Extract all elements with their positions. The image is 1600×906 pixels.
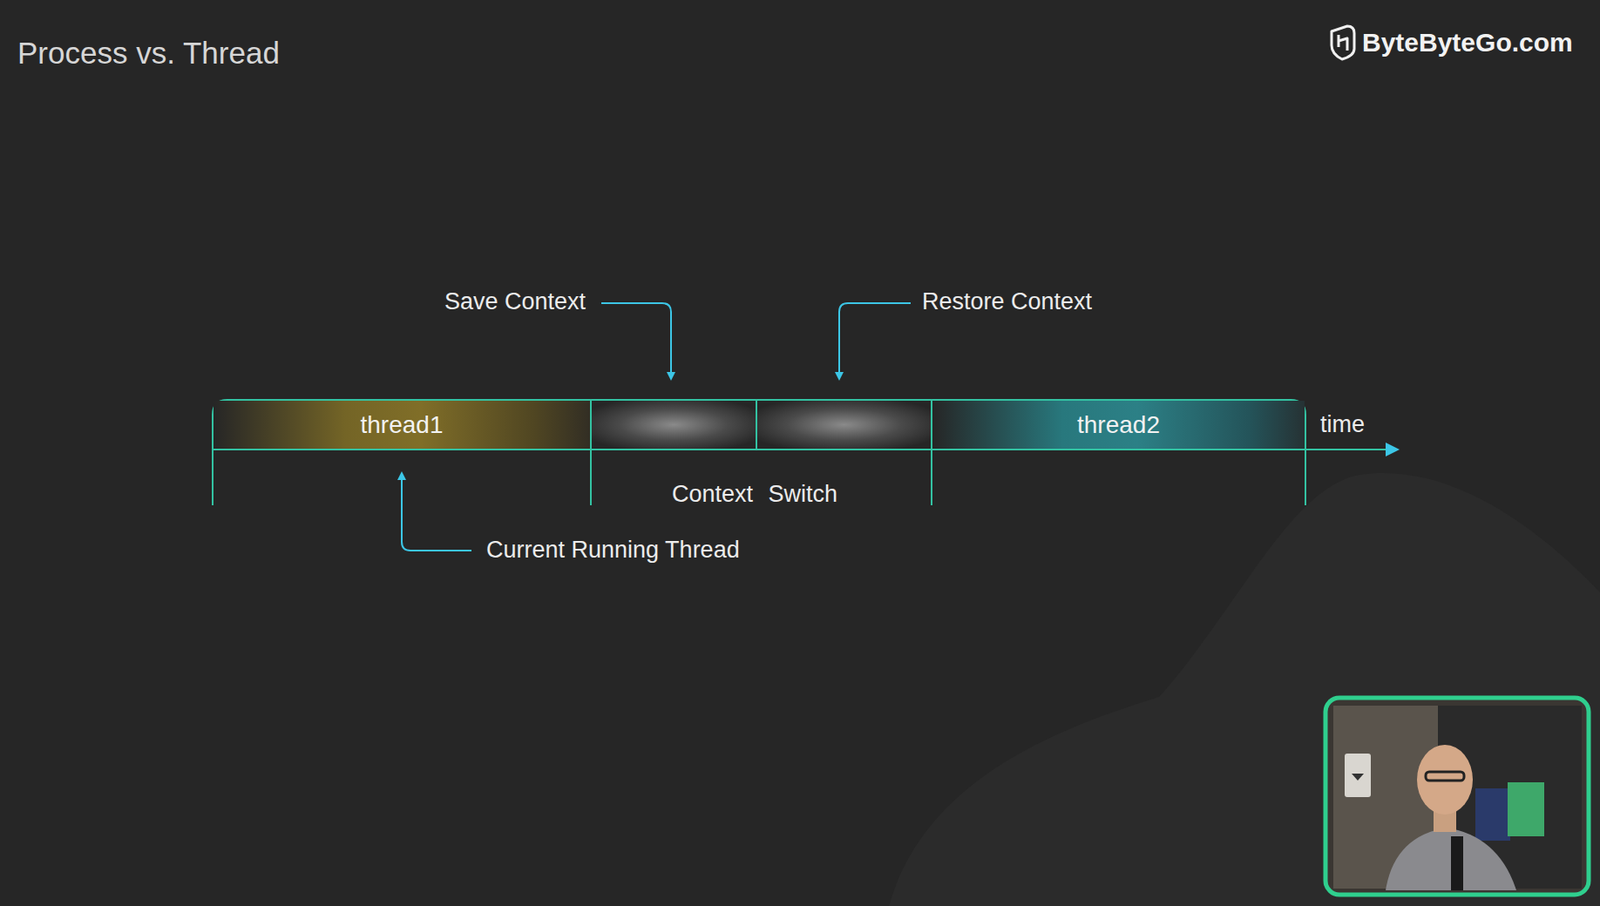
tick <box>589 400 592 506</box>
brand-name: ByteByteGo.com <box>1362 27 1573 59</box>
callout-label: Save Context <box>444 288 586 316</box>
logo-icon <box>1331 26 1355 60</box>
callout-label: Restore Context <box>922 288 1092 316</box>
context-segment <box>591 400 756 449</box>
thread-segment: thread1 <box>213 400 590 449</box>
presenter-video <box>1325 698 1589 895</box>
thread-label: thread1 <box>360 411 444 440</box>
thread-label: thread2 <box>1077 411 1160 440</box>
leader-line <box>601 303 672 377</box>
tick <box>755 400 758 450</box>
background-shape <box>888 473 1600 906</box>
leader-line <box>839 303 911 377</box>
axis-label: time <box>1320 411 1365 439</box>
thread-segment: thread2 <box>932 400 1305 449</box>
diagram-title: Process vs. Thread <box>17 35 280 71</box>
axis-arrowhead <box>1385 442 1400 457</box>
timeline-axis <box>212 448 1388 451</box>
segment-label: Context Switch <box>671 481 838 509</box>
context-segment <box>757 400 931 449</box>
callout-label: Current Running Thread <box>486 536 740 564</box>
leader-line <box>401 475 472 551</box>
